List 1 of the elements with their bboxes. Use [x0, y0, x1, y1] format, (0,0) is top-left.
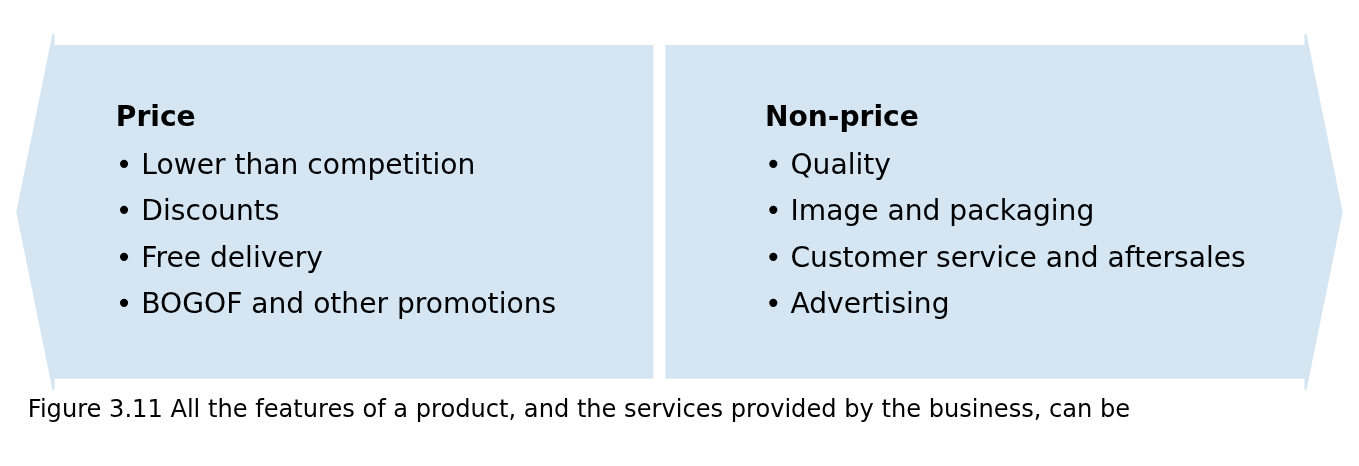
caption: Figure 3.11 All the features of a product, and the services provided by the business, can be [27, 395, 1131, 424]
